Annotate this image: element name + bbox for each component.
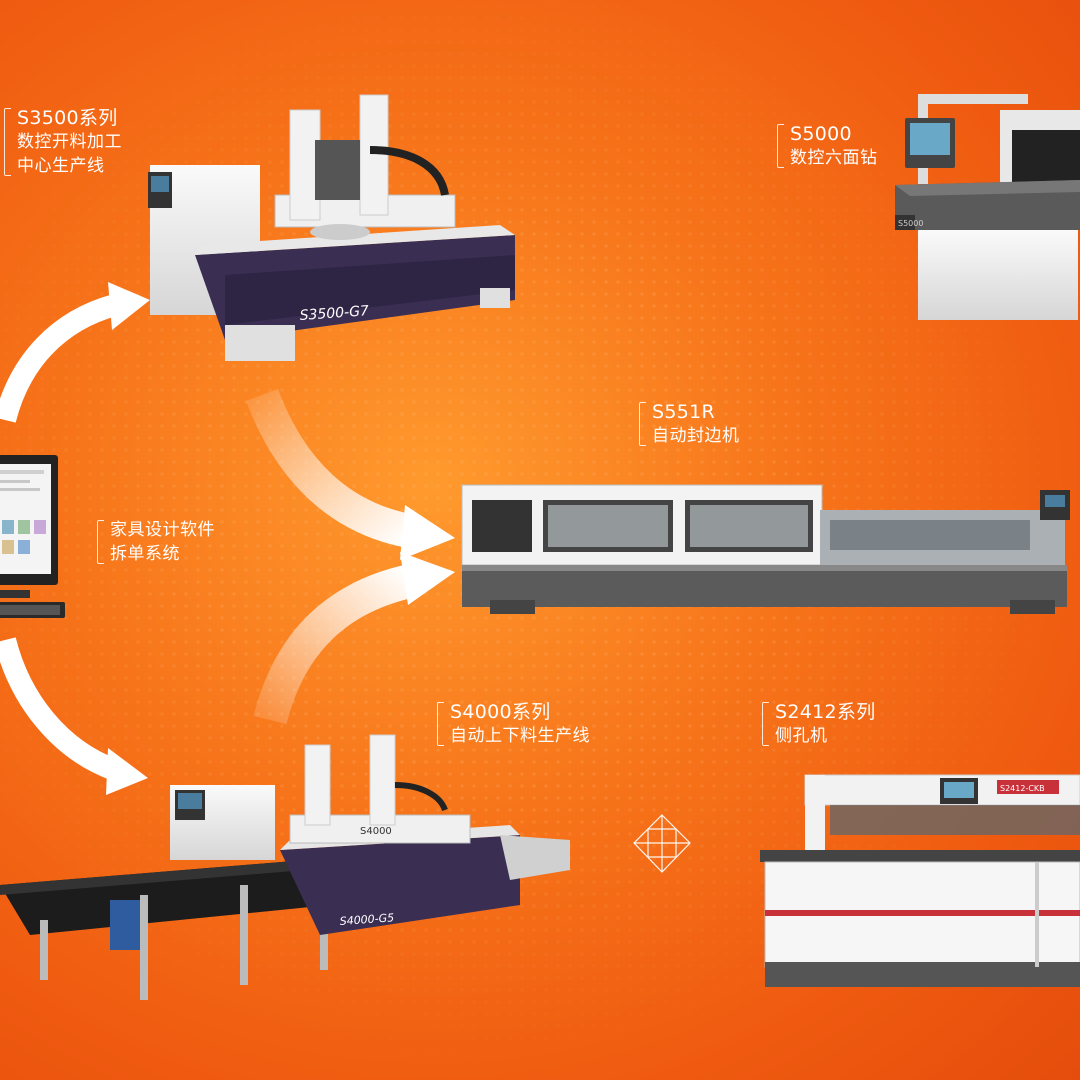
s551r-model-name: S551R — [652, 401, 716, 423]
s5000-plate-text: S5000 — [898, 219, 923, 228]
label-s3500: S3500系列 数控开料加工 中心生产线 — [4, 106, 122, 178]
s5000-model-name: S5000 — [790, 123, 852, 145]
s2412-model-name: S2412系列 — [775, 701, 876, 723]
s3500-description-line1: 数控开料加工 — [17, 132, 122, 152]
s3500-machine-illustration: S3500-G7 — [148, 94, 515, 361]
label-s4000: S4000系列 自动上下料生产线 — [437, 700, 590, 748]
arrow-to-s4000 — [0, 637, 148, 795]
s4000-description-line1: 自动上下料生产线 — [450, 726, 590, 746]
s551r-machine-illustration — [461, 484, 1070, 614]
s3500-description-line2: 中心生产线 — [17, 156, 105, 176]
computer-monitor — [0, 455, 65, 618]
s4000-machine-illustration: S4000 S4000-G5 — [0, 734, 570, 1000]
label-s5000: S5000 数控六面钻 — [777, 122, 878, 170]
s2412-machine-illustration: S2412-CKB — [760, 774, 1080, 987]
s4000-head-plate-text: S4000 — [360, 826, 392, 837]
s5000-description-line1: 数控六面钻 — [790, 148, 878, 168]
software-description-line1: 家具设计软件 — [110, 520, 215, 540]
label-s551r: S551R 自动封边机 — [639, 400, 740, 448]
s4000-base-plate-text: S4000-G5 — [339, 911, 394, 928]
s4000-model-name: S4000系列 — [450, 701, 551, 723]
s551r-description-line1: 自动封边机 — [652, 426, 740, 446]
s2412-description-line1: 侧孔机 — [775, 726, 828, 746]
label-software: 家具设计软件 拆单系统 — [97, 518, 215, 566]
s2412-plate-text: S2412-CKB — [1000, 784, 1045, 793]
label-s2412: S2412系列 侧孔机 — [762, 700, 876, 748]
diamond-ornament — [633, 814, 691, 873]
software-description-line2: 拆单系统 — [110, 544, 180, 564]
s3500-plate-text: S3500-G7 — [299, 303, 369, 324]
arrow-s3500-to-s551r — [246, 388, 455, 560]
arrow-to-s3500 — [0, 282, 150, 423]
arrow-s4000-to-s551r — [253, 552, 455, 725]
s3500-model-name: S3500系列 — [17, 107, 118, 129]
s5000-machine-illustration: S5000 — [895, 94, 1080, 320]
